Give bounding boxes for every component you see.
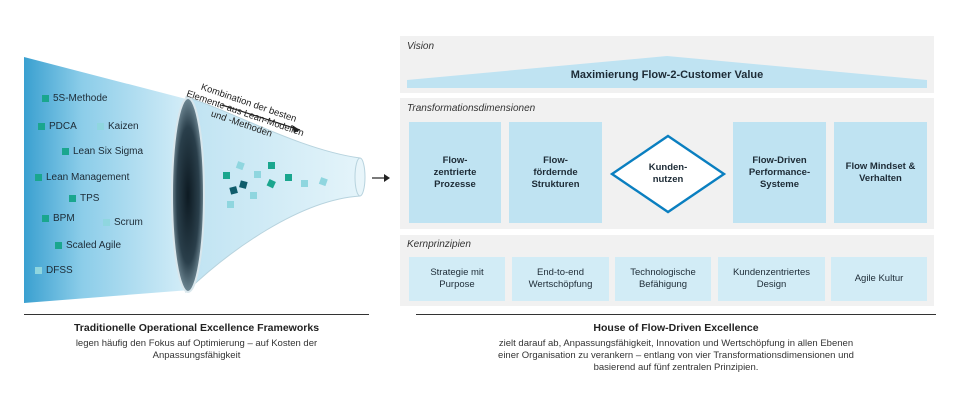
principle-agile-kultur: Agile Kultur	[831, 257, 927, 301]
combination-arrow-head	[292, 125, 300, 133]
framework-label: DFSS	[46, 265, 73, 276]
dimension-flow-driven-performance-systeme: Flow-Driven Performance- Systeme	[733, 122, 826, 223]
principle-end-to-end-wertschoepfung: End-to-end Wertschöpfung	[512, 257, 609, 301]
vision-title: Maximierung Flow-2-Customer Value	[570, 69, 764, 81]
framework-marker-icon	[35, 174, 42, 181]
framework-label: BPM	[53, 213, 75, 224]
framework-marker-icon	[103, 219, 110, 226]
dimension-flow-foerdernde-strukturen: Flow- fördernde Strukturen	[509, 122, 602, 223]
framework-marker-icon	[69, 195, 76, 202]
right-caption-text: zielt darauf ab, Anpassungsfähigkeit, In…	[498, 338, 854, 373]
funnel-mouth	[171, 97, 205, 293]
principles-label: Kernprinzipien	[407, 239, 471, 250]
framework-label: PDCA	[49, 121, 77, 132]
framework-marker-icon	[38, 123, 45, 130]
combination-arrow-line	[221, 104, 301, 131]
framework-label: 5S-Methode	[53, 93, 108, 104]
right-caption-divider	[416, 314, 936, 315]
vision-label: Vision	[407, 41, 435, 52]
left-caption-text: legen häufig den Fokus auf Optimierung –…	[75, 338, 318, 361]
framework-label: Kaizen	[108, 121, 139, 132]
framework-label: Lean Six Sigma	[73, 146, 144, 157]
funnel-particles	[223, 161, 328, 208]
funnel-spout-end	[354, 157, 366, 197]
dimension-flow-zentrierte-prozesse: Flow- zentrierte Prozesse	[409, 122, 501, 223]
framework-marker-icon	[42, 215, 49, 222]
dimension-kundennutzen-diamond	[609, 134, 727, 214]
principle-strategie-mit-purpose: Strategie mit Purpose	[409, 257, 505, 301]
framework-label: Scaled Agile	[66, 240, 122, 251]
framework-marker-icon	[55, 242, 62, 249]
center-arrow-head	[384, 174, 390, 182]
funnel-wide-section	[24, 57, 190, 303]
left-caption-divider	[24, 314, 369, 315]
vision-roof	[407, 56, 927, 88]
principle-kundenzentriertes-design: Kundenzentriertes Design	[718, 257, 825, 301]
principle-technologische-befaehigung: Technologische Befähigung	[615, 257, 711, 301]
left-caption-title: Traditionelle Operational Excellence Fra…	[73, 322, 320, 334]
dimension-flow-mindset-verhalten: Flow Mindset & Verhalten	[834, 122, 927, 223]
dimensions-label: Transformationsdimensionen	[407, 103, 536, 114]
dimension-kundennutzen: Kunden- nutzen	[648, 162, 688, 185]
framework-marker-icon	[62, 148, 69, 155]
framework-marker-icon	[35, 267, 42, 274]
framework-label: Scrum	[114, 217, 143, 228]
framework-marker-icon	[97, 123, 104, 130]
right-caption-title: House of Flow-Driven Excellence	[593, 322, 759, 334]
framework-label: TPS	[80, 193, 100, 204]
framework-label: Lean Management	[46, 172, 130, 183]
framework-marker-icon	[42, 95, 49, 102]
